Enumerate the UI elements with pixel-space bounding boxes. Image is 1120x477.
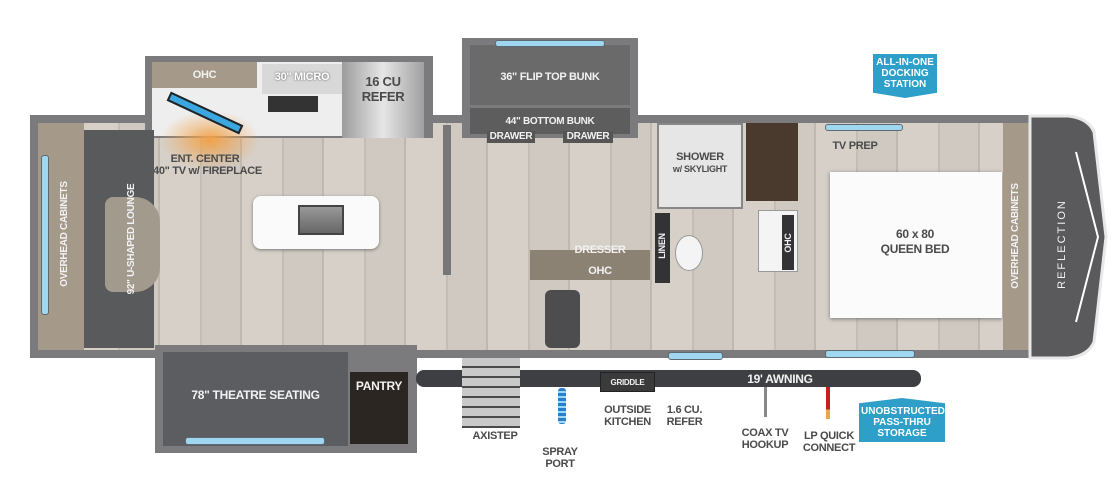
brand-logo: REFLECTION — [1056, 199, 1068, 289]
drawer-label-1: DRAWER — [487, 131, 535, 143]
outside-refer-label: 1.6 CU. REFER — [662, 404, 707, 428]
outside-kitchen-text: OUTSIDE KITCHEN — [604, 404, 651, 428]
rear-cabinets-label: OVERHEAD CABINETS — [59, 181, 70, 287]
bottom-bunk — [470, 108, 630, 134]
coax-text: COAX TV HOOKUP — [741, 427, 789, 451]
bunk-window — [495, 40, 605, 47]
axistep-label: AXISTEP — [472, 430, 518, 442]
sink-icon — [298, 205, 344, 235]
shower-skylight-label: w/ SKYLIGHT — [672, 164, 728, 174]
front-cap — [1028, 114, 1108, 360]
bed-label: QUEEN BED — [880, 242, 950, 256]
microwave — [262, 64, 342, 94]
axistep-stairs[interactable] — [462, 358, 520, 428]
entry-door[interactable] — [545, 290, 580, 348]
outside-kitchen-label: OUTSIDE KITCHEN — [595, 404, 660, 428]
lounge-label-text: 92" U-SHAPED LOUNGE — [126, 183, 137, 295]
queen-bed[interactable] — [830, 172, 1002, 318]
bed-size-label: 60 x 80 — [896, 227, 934, 241]
pantry-label: PANTRY — [355, 379, 403, 393]
flip-top-bunk — [470, 45, 630, 105]
bedroom-side-window — [825, 350, 915, 358]
awning-label: 19' AWNING — [747, 372, 813, 386]
lounge-label: 92" U-SHAPED LOUNGE — [126, 179, 138, 299]
tv-prep-window — [825, 124, 903, 131]
spray-port-text: SPRAY PORT — [542, 446, 578, 470]
lp-label: LP QUICK CONNECT — [798, 430, 860, 454]
pantry — [350, 372, 408, 444]
lounge-table — [105, 197, 160, 292]
tv-prep-label: TV PREP — [832, 140, 878, 152]
bath-ohc-label: OHC — [783, 233, 793, 253]
lp-connect-icon — [826, 387, 830, 419]
kitchen-ohc-label: OHC — [192, 69, 217, 81]
flip-top-bunk-label: 36" FLIP TOP BUNK — [500, 71, 600, 83]
awning-bar — [416, 370, 921, 387]
drawer-label-2: DRAWER — [563, 131, 613, 143]
coax-label: COAX TV HOOKUP — [735, 427, 795, 451]
dresser-ohc-label: OHC — [588, 265, 612, 277]
toilet-icon — [675, 235, 703, 271]
ent-center-tv-label: 40" TV w/ FIREPLACE — [153, 165, 262, 177]
spray-port-icon — [558, 388, 566, 424]
dresser-label: DRESSER — [574, 244, 626, 256]
pass-thru-storage-badge: UNOBSTRUCTED PASS-THRU STORAGE — [859, 398, 945, 442]
shower-label: SHOWER — [676, 151, 724, 163]
refrigerator-label: 16 CU REFER — [361, 74, 405, 104]
theatre-label: 78" THEATRE SEATING — [191, 388, 320, 402]
ent-center-label: ENT. CENTER — [170, 153, 240, 165]
microwave-label: 30" MICRO — [274, 71, 330, 83]
dresser — [530, 250, 650, 280]
linen-label: LINEN — [657, 233, 667, 259]
kitchen-ohc — [152, 62, 257, 88]
outside-refer-text: 1.6 CU. REFER — [666, 404, 703, 428]
shower — [657, 123, 743, 209]
refrigerator — [342, 62, 424, 138]
theatre-seating — [163, 352, 348, 446]
stovetop — [268, 96, 318, 112]
coax-icon — [764, 387, 767, 417]
griddle-label: GRIDDLE — [610, 378, 645, 387]
rear-window — [41, 155, 49, 315]
lp-text: LP QUICK CONNECT — [802, 430, 856, 454]
bath-ohc — [782, 215, 794, 270]
bottom-bunk-label: 44" BOTTOM BUNK — [505, 116, 595, 127]
front-overhead-cabinets — [1003, 123, 1030, 350]
wardrobe — [746, 123, 798, 201]
docking-station-badge: ALL-IN-ONE DOCKING STATION — [873, 54, 937, 98]
griddle — [600, 372, 655, 392]
bunkroom-partition — [443, 125, 451, 275]
spray-port-label: SPRAY PORT — [535, 446, 585, 470]
theatre-window — [185, 437, 325, 445]
linen-closet — [655, 213, 670, 283]
door-window — [668, 352, 723, 360]
front-cabinets-label: OVERHEAD CABINETS — [1010, 183, 1021, 289]
